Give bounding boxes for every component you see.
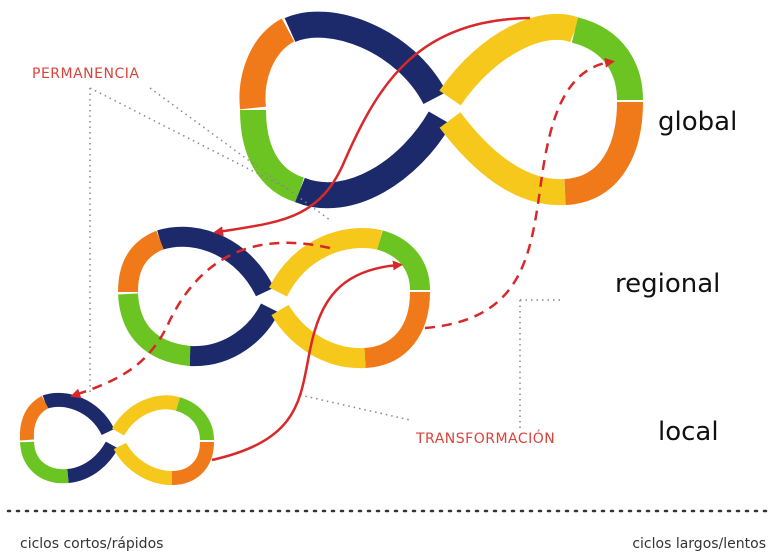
remember-arrow-regional-to-local <box>70 241 331 399</box>
axis-label-short-cycles: ciclos cortos/rápidos <box>20 536 163 552</box>
guide-lines <box>89 87 560 430</box>
cross-scale-arrows <box>70 16 615 462</box>
axis-label-long-cycles: ciclos largos/lentos <box>632 536 766 552</box>
transformation-label: TRANSFORMACIÓN <box>415 429 555 447</box>
adaptive-cycle-regional <box>118 226 430 369</box>
adaptive-cycle-global <box>239 11 643 209</box>
adaptive-cycle-local <box>19 392 214 485</box>
scale-label-global: global <box>658 107 737 137</box>
remember-arrow-global-to-regional <box>213 16 531 237</box>
revolt-arrow-local-to-regional <box>211 260 403 462</box>
permanence-label: PERMANENCIA <box>32 66 139 82</box>
revolt-arrow-regional-to-global <box>424 57 615 330</box>
scale-label-regional: regional <box>615 269 720 299</box>
scale-label-local: local <box>658 417 719 447</box>
